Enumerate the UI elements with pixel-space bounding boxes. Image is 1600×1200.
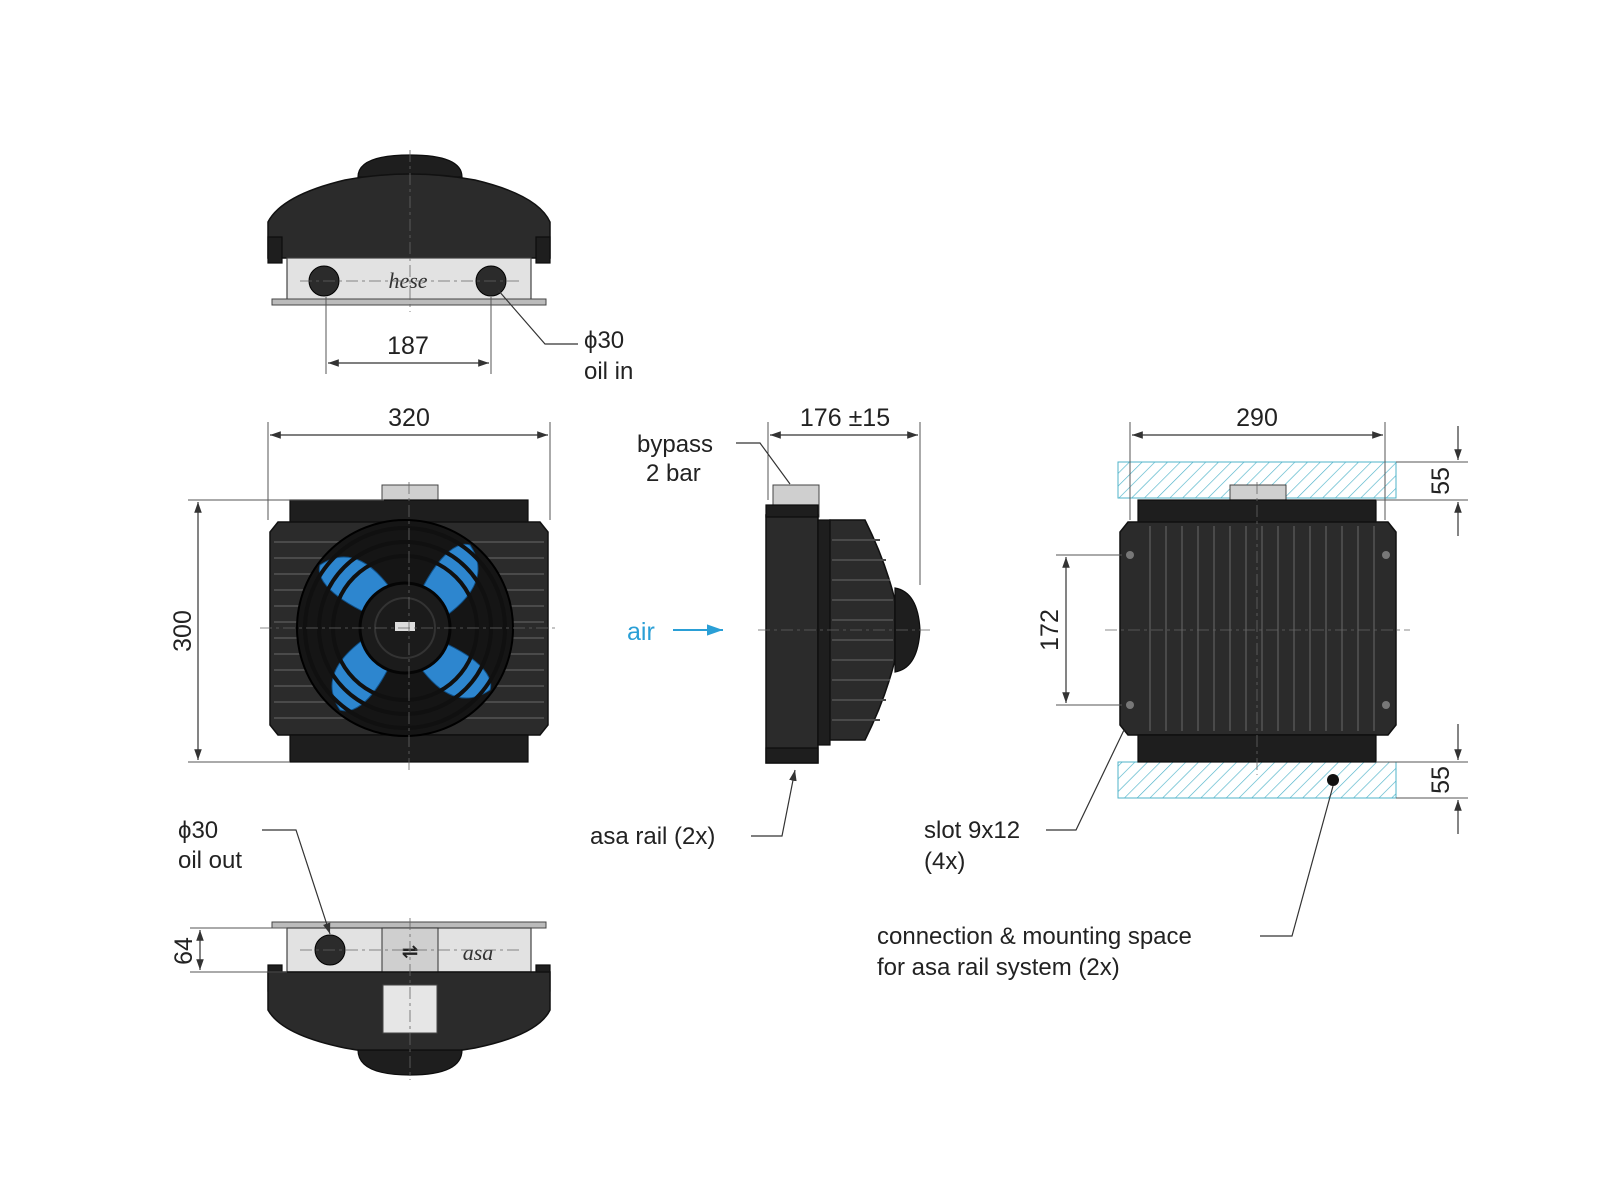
bypass-label-line2: 2 bar — [646, 460, 701, 487]
dim-bottom-height: 64 — [170, 937, 198, 965]
rear-view: 290 55 55 172 slot 9x12 (4x) connection … — [877, 404, 1468, 981]
side-view-rail-foot-bottom — [765, 747, 819, 764]
top-view-brand-mark: hese — [388, 268, 427, 293]
side-view-core — [765, 514, 819, 764]
oil-out-diameter: ϕ30 — [178, 817, 218, 844]
front-view: 320 300 — [169, 404, 555, 770]
oil-in-label: oil in — [584, 358, 633, 385]
dim-side-depth: 176 ±15 — [800, 404, 890, 432]
bypass-label-line1: bypass — [637, 431, 713, 458]
side-view-header — [817, 519, 831, 746]
leader-oil-out — [262, 829, 331, 935]
dim-slot-spacing: 172 — [1036, 609, 1064, 651]
slot-label-line1: slot 9x12 — [924, 817, 1020, 844]
rear-space-dot — [1327, 774, 1339, 786]
bottom-view-brand-mark: asa — [463, 940, 494, 965]
space-label-line1: connection & mounting space — [877, 923, 1192, 950]
slot-label-line2: (4x) — [924, 848, 965, 875]
top-view-bracket-right — [535, 236, 551, 264]
air-label: air — [627, 618, 655, 646]
top-view: hese 187 ϕ30 oil in — [267, 150, 633, 385]
rear-view-fins — [1149, 526, 1375, 731]
leader-bypass — [736, 442, 791, 485]
bottom-view-base-flange — [271, 921, 547, 929]
dim-front-height: 300 — [169, 610, 197, 652]
front-view-motor-label — [395, 622, 415, 631]
side-view-shroud — [829, 519, 896, 741]
side-view-rail-foot-top — [765, 504, 819, 518]
leader-connection-space — [1260, 785, 1334, 937]
rear-view-core — [1119, 521, 1397, 736]
leader-asa-rail — [751, 769, 797, 837]
side-view: 176 ±15 bypass 2 bar air asa rail (2x) — [590, 404, 930, 850]
bottom-view: ⇌ asa ϕ30 oil out 64 — [170, 817, 551, 1080]
leader-oil-in — [497, 289, 578, 345]
top-view-bracket-left — [267, 236, 283, 264]
dim-rear-width: 290 — [1236, 404, 1278, 432]
dim-front-width: 320 — [388, 404, 430, 432]
top-view-shroud — [267, 173, 551, 259]
rear-view-mounting-slots — [1126, 551, 1390, 709]
space-label-line2: for asa rail system (2x) — [877, 954, 1120, 981]
asa-rail-label: asa rail (2x) — [590, 823, 715, 850]
leader-slot — [1046, 729, 1125, 831]
dim-port-spacing: 187 — [387, 332, 429, 360]
side-view-shroud-fins — [832, 539, 893, 721]
dim-bottom-space: 55 — [1427, 766, 1455, 794]
top-view-base-flange — [271, 298, 547, 306]
dim-top-space: 55 — [1427, 467, 1455, 495]
oil-out-label: oil out — [178, 847, 242, 874]
oil-in-diameter: ϕ30 — [584, 327, 624, 354]
